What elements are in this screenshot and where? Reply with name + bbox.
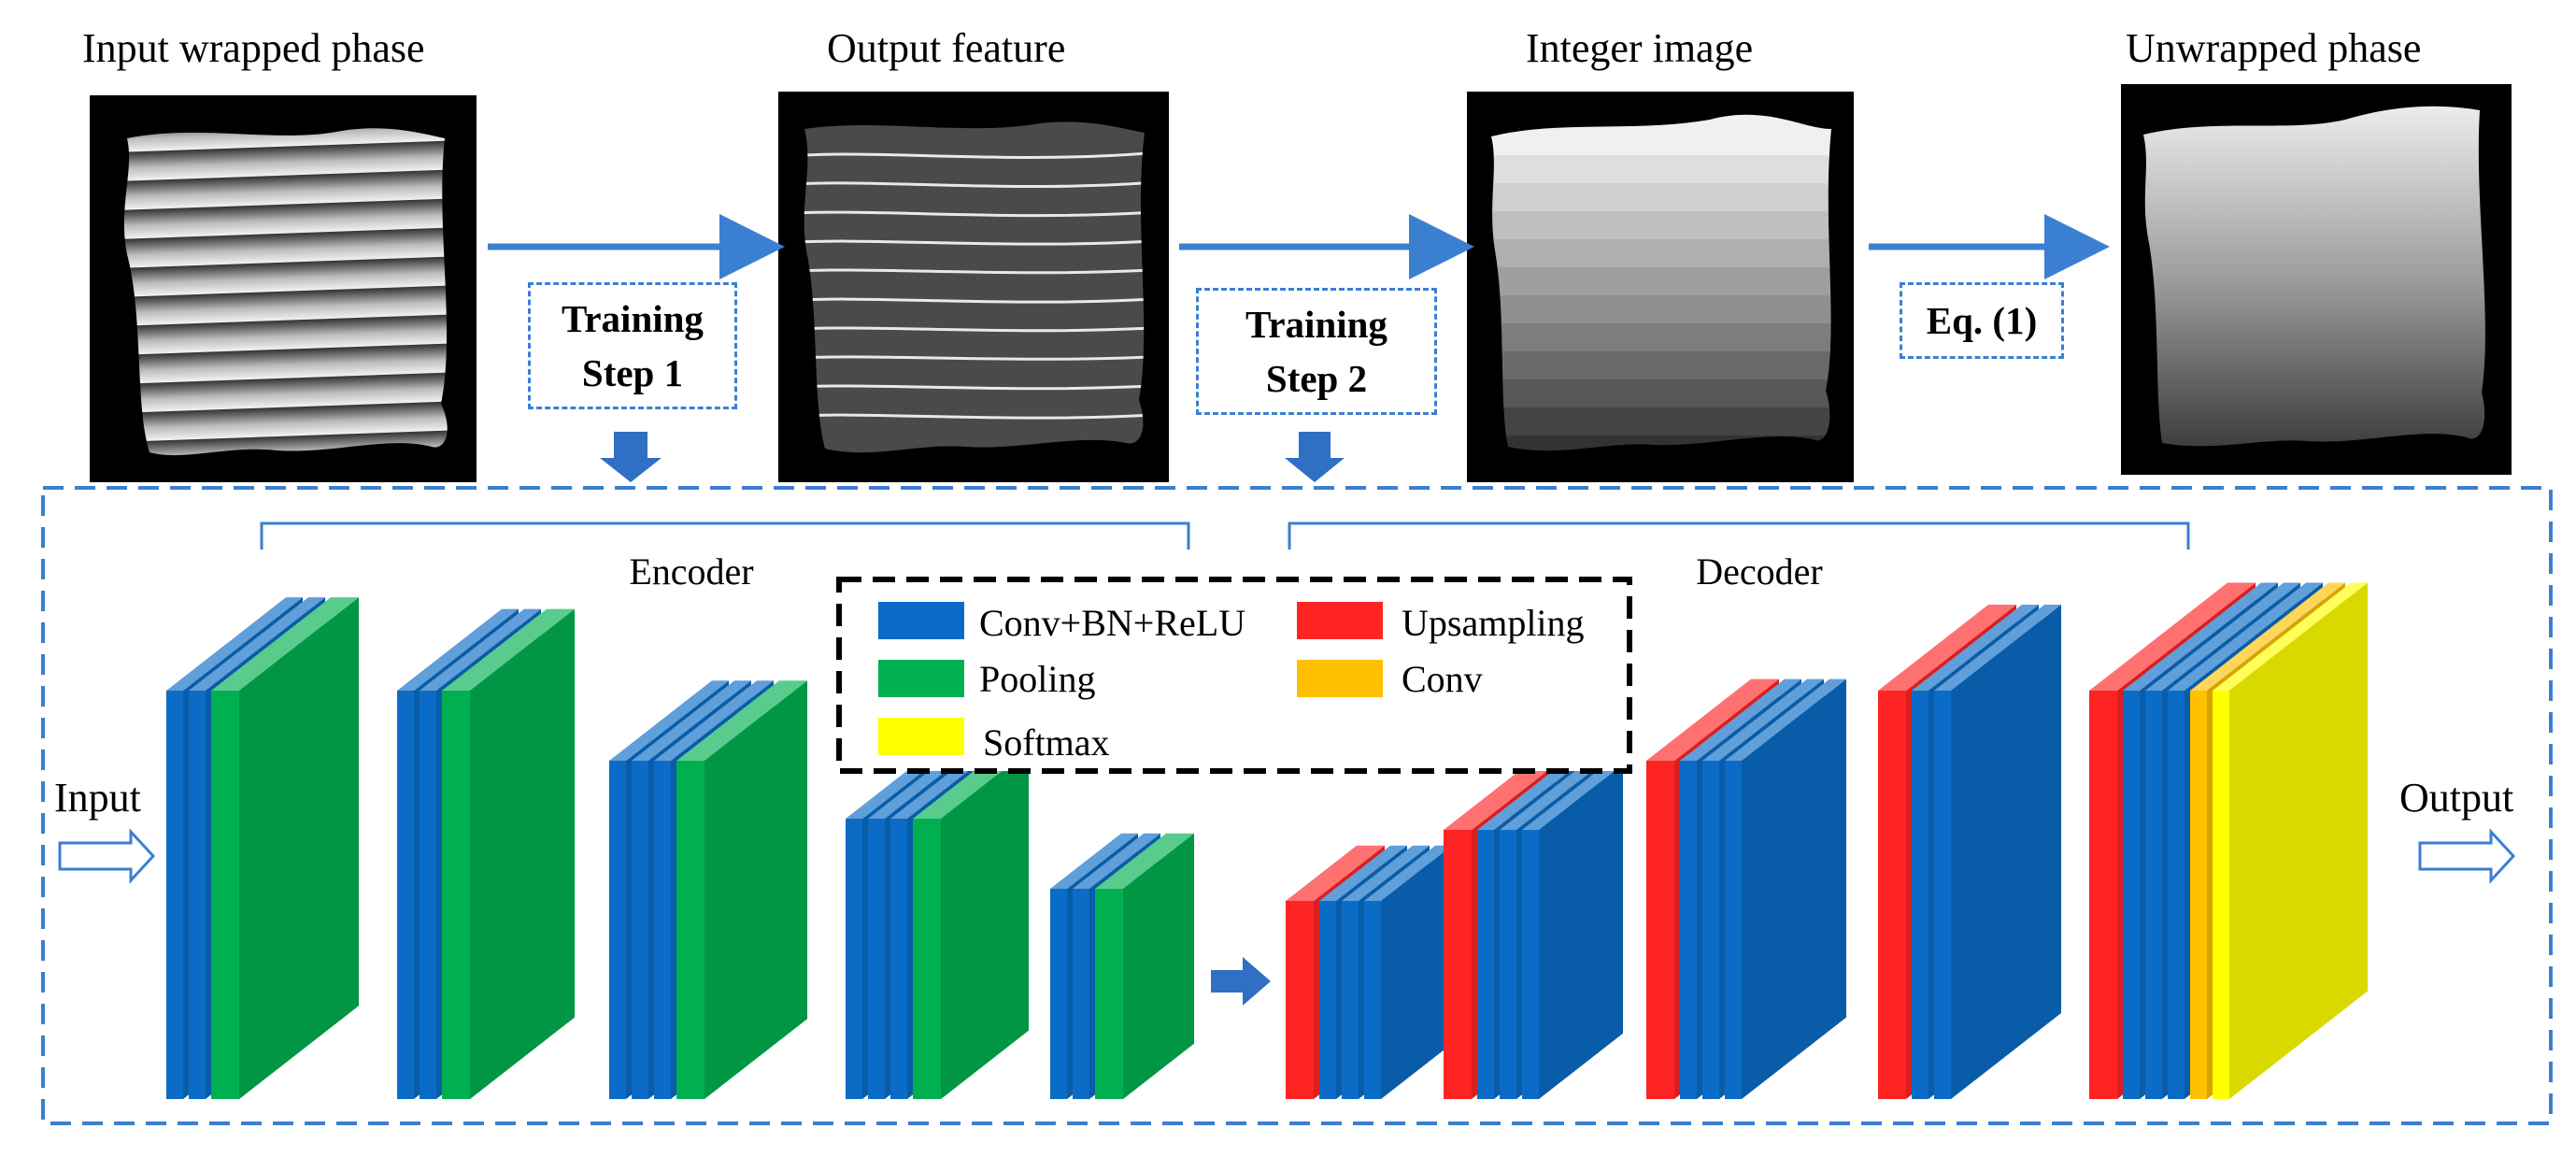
unwrapped-illustration [2143, 106, 2485, 447]
training-step-1-line2: Step 1 [581, 351, 684, 394]
legend-swatch-softmax [878, 718, 964, 755]
feature-illustration [804, 121, 1146, 453]
layer-conv-bn-relu-g8-2 [1680, 678, 1801, 1099]
layer-conv-bn-relu-g8-3 [1702, 678, 1824, 1099]
layer-conv-bn-relu-g4-1 [846, 750, 950, 1099]
decoder-bracket [1288, 521, 2190, 550]
layer-pooling-g4-4 [913, 750, 1029, 1099]
layer-conv-bn-relu-g10-2 [2123, 582, 2278, 1099]
encoder-bracket [260, 521, 1190, 550]
layer-upsampling-g6-1 [1286, 845, 1385, 1099]
legend: Conv+BN+ReLU Upsampling Pooling Conv Sof… [836, 577, 1632, 774]
output-label: Output [2399, 775, 2513, 821]
layer-conv-bn-relu-g6-3 [1342, 845, 1430, 1099]
layer-conv-bn-relu-g7-2 [1477, 764, 1578, 1099]
legend-label-softmax: Softmax [983, 721, 1110, 764]
layer-conv-bn-relu-g1-1 [166, 597, 303, 1099]
legend-label-conv: Conv [1402, 658, 1483, 700]
layer-conv-bn-relu-g4-3 [890, 750, 995, 1099]
legend-label-upsampling: Upsampling [1402, 602, 1585, 644]
legend-swatch-conv-bn-relu [878, 602, 964, 639]
training-step-1-box: Training Step 1 [528, 282, 737, 409]
training-step-2-line1: Training [1245, 303, 1388, 346]
layer-conv-bn-relu-g4-2 [868, 750, 973, 1099]
decoder-label: Decoder [1696, 550, 1822, 593]
layer-conv-g10-5 [2190, 582, 2345, 1099]
output-arrow [2418, 828, 2516, 884]
layer-conv-bn-relu-g5-1 [1050, 833, 1138, 1099]
layer-pooling-g1-3 [211, 597, 359, 1099]
title-output-feature: Output feature [827, 25, 1066, 71]
layer-conv-bn-relu-g5-2 [1073, 833, 1160, 1099]
layer-conv-bn-relu-g9-3 [1934, 604, 2061, 1099]
down-arrow-2 [1285, 432, 1345, 482]
layer-pooling-g5-3 [1095, 833, 1194, 1099]
layer-conv-bn-relu-g10-4 [2168, 582, 2323, 1099]
layer-conv-bn-relu-g10-3 [2145, 582, 2300, 1099]
layer-conv-bn-relu-g3-2 [632, 680, 751, 1099]
layer-conv-bn-relu-g9-2 [1912, 604, 2039, 1099]
layer-conv-bn-relu-g2-2 [420, 608, 541, 1099]
layer-upsampling-g8-1 [1646, 678, 1779, 1099]
equation-box: Eq. (1) [1900, 282, 2064, 359]
bottleneck-arrow [1211, 957, 1271, 1006]
layer-pooling-g2-3 [442, 608, 575, 1099]
equation-label: Eq. (1) [1926, 299, 2038, 342]
layer-softmax-g10-6 [2213, 582, 2368, 1099]
input-arrow [58, 828, 156, 884]
image-integer [1467, 92, 1854, 482]
title-integer-image: Integer image [1526, 25, 1754, 71]
image-unwrapped-phase [2121, 84, 2512, 475]
layer-conv-bn-relu-g2-1 [397, 608, 519, 1099]
layer-upsampling-g9-1 [1878, 604, 2016, 1099]
title-unwrapped-phase: Unwrapped phase [2126, 25, 2422, 71]
down-arrow-1 [600, 432, 662, 482]
title-input-wrapped-phase: Input wrapped phase [82, 25, 425, 71]
layer-conv-bn-relu-g6-2 [1319, 845, 1407, 1099]
integer-illustration [1491, 114, 1831, 451]
layer-conv-bn-relu-g7-3 [1500, 764, 1601, 1099]
layer-conv-bn-relu-g6-4 [1364, 845, 1452, 1099]
layer-conv-bn-relu-g3-3 [654, 680, 774, 1099]
legend-swatch-conv [1297, 660, 1383, 697]
training-step-1-line1: Training [562, 297, 704, 340]
legend-box [836, 577, 1632, 774]
encoder-label: Encoder [629, 550, 753, 593]
image-output-feature [778, 92, 1169, 482]
legend-swatch-upsampling [1297, 602, 1383, 639]
layer-pooling-g3-4 [676, 680, 807, 1099]
image-input-wrapped-phase [90, 95, 477, 482]
layer-conv-bn-relu-g1-2 [189, 597, 325, 1099]
layer-conv-bn-relu-g3-1 [609, 680, 729, 1099]
training-step-2-line2: Step 2 [1265, 357, 1368, 400]
layer-conv-bn-relu-g7-4 [1522, 764, 1623, 1099]
layer-upsampling-g7-1 [1444, 764, 1556, 1099]
legend-label-conv-bn-relu: Conv+BN+ReLU [979, 602, 1245, 644]
legend-swatch-pooling [878, 660, 964, 697]
layer-upsampling-g10-1 [2089, 582, 2256, 1099]
training-step-2-box: Training Step 2 [1196, 288, 1437, 415]
legend-label-pooling: Pooling [979, 658, 1095, 700]
layer-conv-bn-relu-g8-4 [1725, 678, 1846, 1099]
wrapped-phase-illustration [123, 128, 448, 456]
input-label: Input [54, 775, 141, 821]
network-container [41, 486, 2553, 1125]
